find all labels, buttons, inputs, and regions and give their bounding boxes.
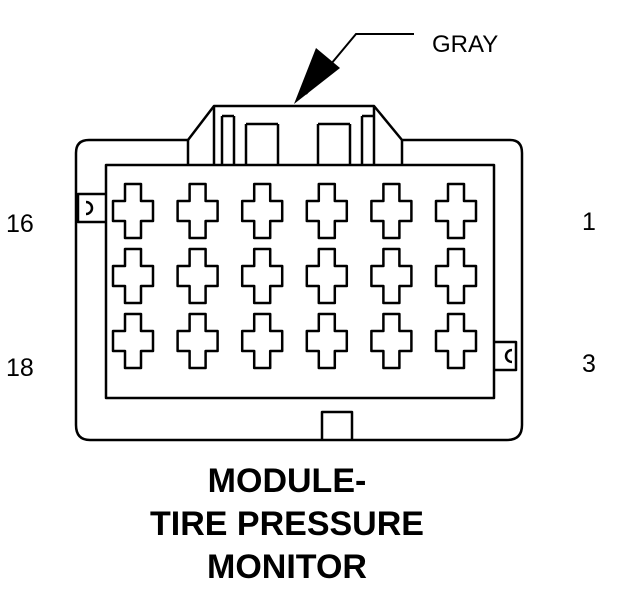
terminal-cavity xyxy=(111,312,155,370)
terminal-cavity xyxy=(434,312,478,370)
connector-latch xyxy=(186,106,404,165)
pin-label-bottom-right: 3 xyxy=(582,350,596,378)
terminal-cavity xyxy=(176,247,219,305)
cavity-grid xyxy=(111,182,478,370)
terminal-cavity xyxy=(305,312,349,370)
title-line-2: TIRE PRESSURE xyxy=(150,505,424,543)
terminal-cavity xyxy=(240,247,284,305)
terminal-cavity xyxy=(176,182,219,240)
wire-color-leader xyxy=(294,33,414,104)
terminal-cavity xyxy=(434,247,478,305)
connector-face xyxy=(104,163,496,400)
pin-label-top-right: 1 xyxy=(582,208,596,236)
terminal-cavity xyxy=(370,312,413,370)
terminal-cavity xyxy=(176,312,219,370)
polarization-tab-right xyxy=(494,340,518,372)
terminal-cavity xyxy=(305,182,349,240)
terminal-cavity xyxy=(240,182,284,240)
connector-key xyxy=(320,410,354,440)
tab-hook-right xyxy=(504,348,513,364)
terminal-cavity xyxy=(434,182,478,240)
tab-hook-left xyxy=(85,200,94,216)
polarization-tab-left xyxy=(76,192,106,224)
wire-color-label: GRAY xyxy=(432,31,498,58)
connector-housing-outline xyxy=(74,104,524,442)
leader-arrowhead xyxy=(294,48,340,104)
terminal-cavity xyxy=(111,182,155,240)
pin-label-top-left: 16 xyxy=(6,210,34,238)
pin-label-bottom-left: 18 xyxy=(6,354,34,382)
terminal-cavity xyxy=(111,247,155,305)
terminal-cavity xyxy=(305,247,349,305)
terminal-cavity xyxy=(240,312,284,370)
terminal-cavity xyxy=(370,247,413,305)
terminal-cavity xyxy=(370,182,413,240)
title-line-3: MONITOR xyxy=(207,548,367,586)
title-line-1: MODULE- xyxy=(208,462,367,500)
